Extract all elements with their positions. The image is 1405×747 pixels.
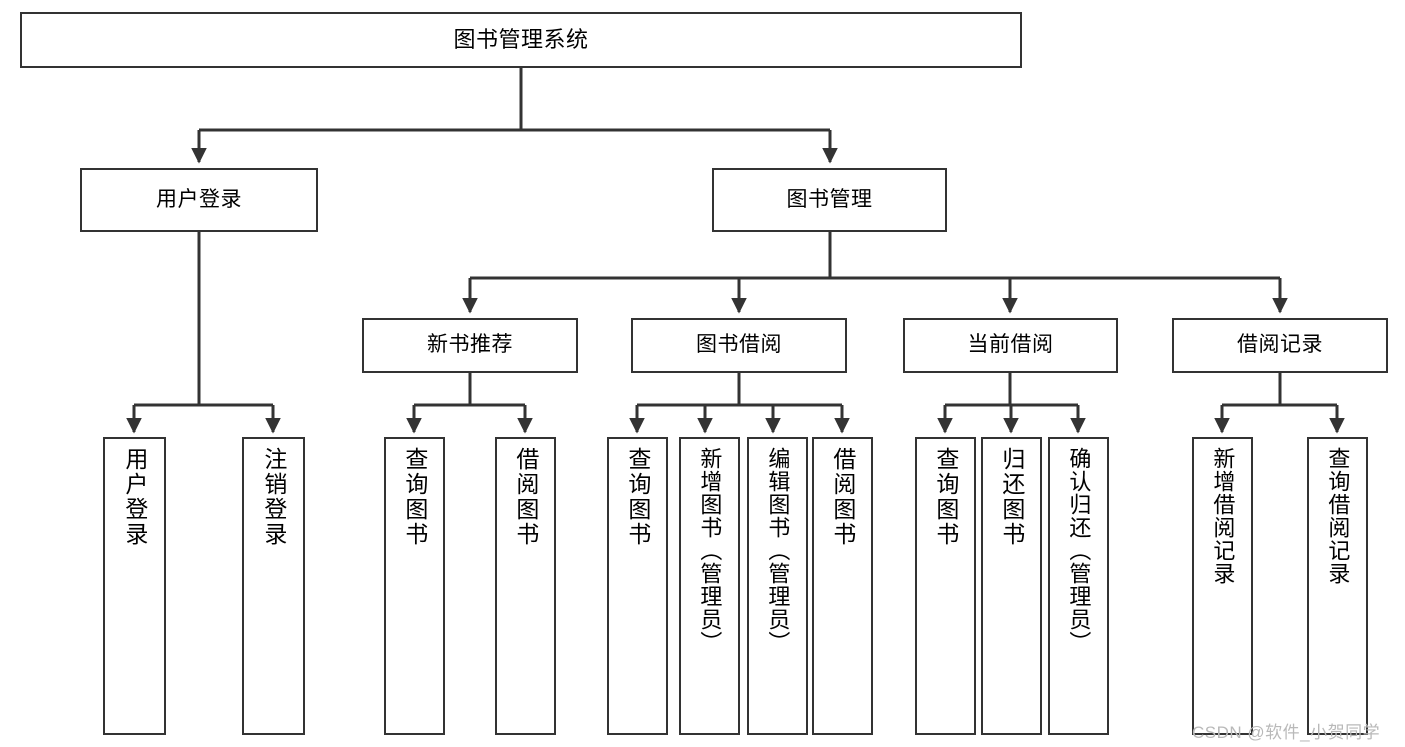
node-book-borrow-label: 图书借阅: [696, 333, 782, 357]
node-leaf-borrow-book-2-label: 借阅图书: [829, 447, 856, 547]
node-leaf-add-record[interactable]: 新增借阅记录: [1192, 437, 1253, 735]
node-leaf-edit-book[interactable]: 编辑图书（管理员）: [747, 437, 808, 735]
node-leaf-query-book-1-label: 查询图书: [401, 447, 428, 547]
node-root-label: 图书管理系统: [453, 27, 589, 53]
node-leaf-user-login-label: 用户登录: [121, 447, 148, 547]
node-current-borrow[interactable]: 当前借阅: [903, 318, 1118, 373]
node-book-borrow[interactable]: 图书借阅: [631, 318, 847, 373]
node-leaf-query-book-2-label: 查询图书: [624, 447, 651, 547]
node-leaf-return-book-label: 归还图书: [998, 447, 1025, 547]
node-leaf-logout-login-label: 注销登录: [260, 447, 287, 547]
node-leaf-return-book[interactable]: 归还图书: [981, 437, 1042, 735]
node-leaf-query-record-label: 查询借阅记录: [1325, 447, 1351, 585]
node-user-login[interactable]: 用户登录: [80, 168, 318, 232]
node-leaf-query-book-3-label: 查询图书: [932, 447, 959, 547]
node-root-book-management-system[interactable]: 图书管理系统: [20, 12, 1022, 68]
node-leaf-add-book-label: 新增图书（管理员）: [697, 447, 723, 654]
node-leaf-query-book-3[interactable]: 查询图书: [915, 437, 976, 735]
node-leaf-user-login[interactable]: 用户登录: [103, 437, 166, 735]
node-leaf-logout-login[interactable]: 注销登录: [242, 437, 305, 735]
node-leaf-confirm-return-label: 确认归还（管理员）: [1066, 447, 1092, 654]
node-current-borrow-label: 当前借阅: [967, 333, 1054, 357]
node-user-login-label: 用户登录: [156, 187, 242, 211]
node-leaf-edit-book-label: 编辑图书（管理员）: [765, 447, 791, 654]
node-borrow-record-label: 借阅记录: [1237, 333, 1323, 357]
node-leaf-borrow-book-2[interactable]: 借阅图书: [812, 437, 873, 735]
node-new-book-recommend[interactable]: 新书推荐: [362, 318, 578, 373]
node-leaf-add-book[interactable]: 新增图书（管理员）: [679, 437, 740, 735]
node-book-management[interactable]: 图书管理: [712, 168, 947, 232]
node-leaf-confirm-return[interactable]: 确认归还（管理员）: [1048, 437, 1109, 735]
node-leaf-query-book-2[interactable]: 查询图书: [607, 437, 668, 735]
csdn-watermark: CSDN @软件_小贺同学: [1192, 723, 1381, 742]
node-borrow-record[interactable]: 借阅记录: [1172, 318, 1388, 373]
node-leaf-borrow-book-1-label: 借阅图书: [512, 447, 539, 547]
node-leaf-borrow-book-1[interactable]: 借阅图书: [495, 437, 556, 735]
node-new-book-recommend-label: 新书推荐: [427, 333, 513, 357]
node-leaf-query-book-1[interactable]: 查询图书: [384, 437, 445, 735]
node-book-management-label: 图书管理: [786, 187, 873, 211]
node-leaf-query-record[interactable]: 查询借阅记录: [1307, 437, 1368, 735]
node-leaf-add-record-label: 新增借阅记录: [1210, 447, 1236, 585]
